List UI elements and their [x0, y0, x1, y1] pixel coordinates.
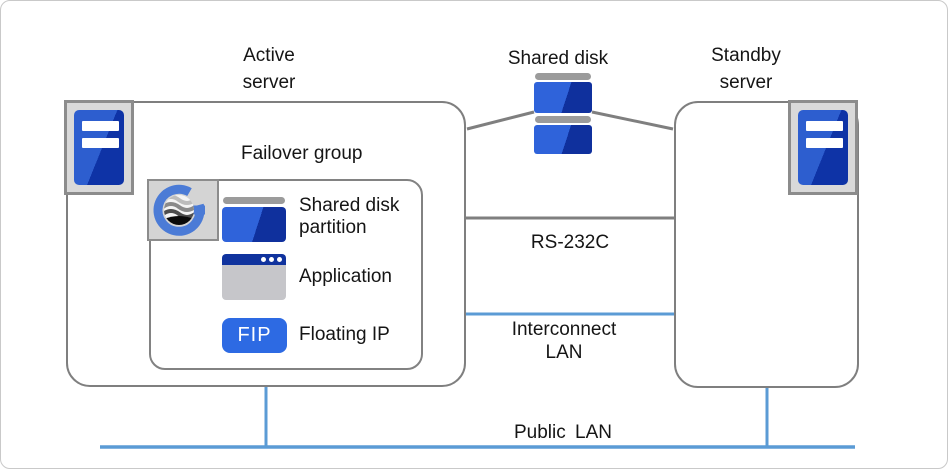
server-slot-bar: [82, 138, 119, 148]
window-dot: [261, 257, 266, 262]
rs232c-label: RS-232C: [530, 232, 610, 253]
cluster-logo-icon: [153, 184, 205, 236]
app-window-body: [222, 265, 286, 300]
server-slot-bar: [806, 138, 843, 148]
server-slot-bar: [806, 121, 843, 131]
shared-disk-link-right-line: [591, 110, 674, 131]
application-label: Application: [299, 266, 392, 287]
disk-platter: [534, 125, 592, 154]
shared-disk-link-left-line: [466, 110, 535, 131]
active-server-label: Active server: [242, 45, 296, 93]
window-dot: [277, 257, 282, 262]
fip-badge-text: FIP: [237, 324, 272, 346]
shared-disk-label: Shared disk: [507, 48, 609, 69]
disk-platter: [222, 207, 286, 242]
shared-disk-icon: [534, 73, 592, 154]
application-icon: [222, 254, 286, 300]
server-slot-bar: [82, 121, 119, 131]
disk-cap: [535, 73, 591, 80]
standby-server-icon: [788, 100, 858, 195]
disk-cap: [535, 116, 591, 123]
interconnect-lan-label: Interconnect LAN: [511, 319, 617, 363]
app-window-titlebar: [222, 254, 286, 265]
disk-platter: [534, 82, 592, 113]
shared-disk-partition-label: Shared disk partition: [299, 195, 400, 238]
server-tower-icon: [74, 110, 124, 185]
server-tower-icon: [798, 110, 848, 185]
window-dot: [269, 257, 274, 262]
active-server-icon: [64, 100, 134, 195]
floating-ip-icon: FIP: [222, 318, 287, 353]
public-lan-label: Public LAN: [514, 422, 612, 443]
standby-server-label: Standby server: [711, 45, 781, 93]
failover-group-label: Failover group: [241, 143, 363, 164]
cluster-logo-box: [147, 179, 219, 241]
disk-cap: [223, 197, 285, 204]
shared-disk-partition-icon: [222, 197, 286, 242]
floating-ip-label: Floating IP: [299, 324, 390, 345]
